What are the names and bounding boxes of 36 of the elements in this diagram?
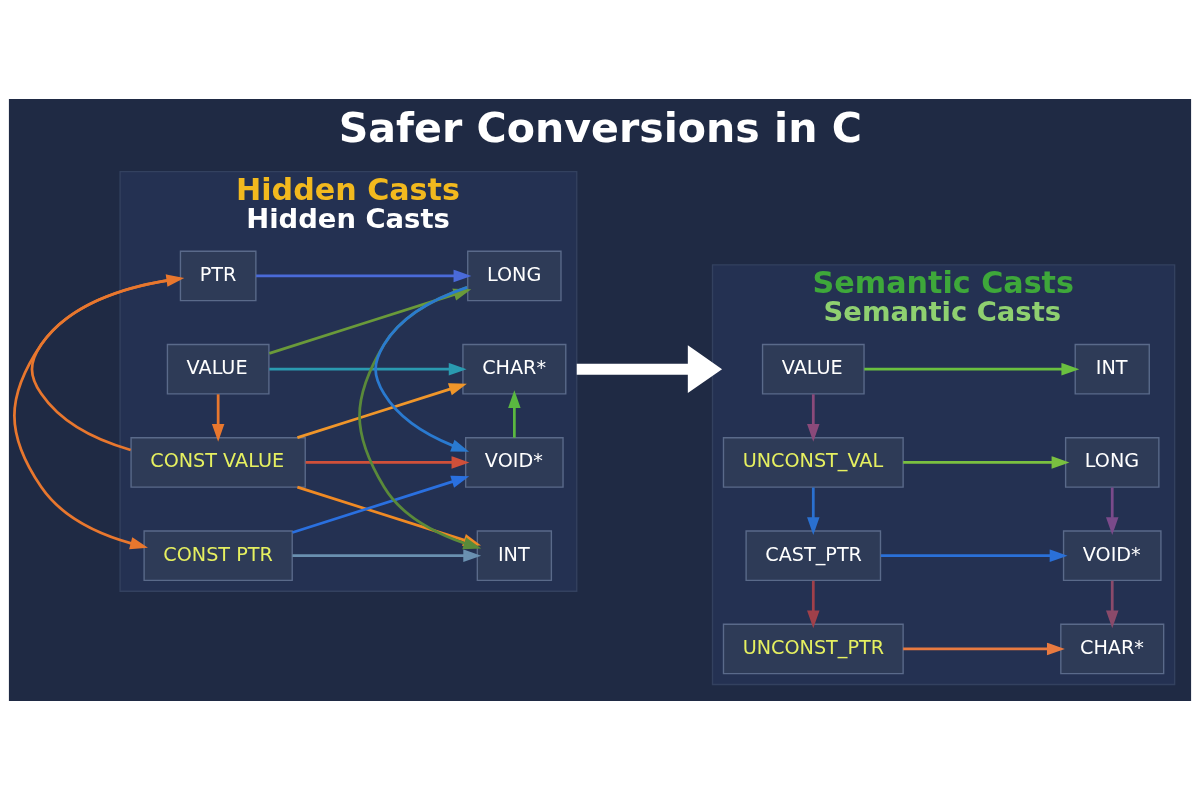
node-box: CONST PTR <box>143 530 293 581</box>
arrow <box>292 475 470 534</box>
arrow <box>508 390 521 438</box>
node-box: UNCONST_PTR <box>722 623 904 675</box>
arrow <box>576 345 723 394</box>
node-box: INT <box>1074 343 1150 395</box>
diagram-title: Safer Conversions in C <box>338 103 862 152</box>
arrow <box>305 456 470 469</box>
node-box: CHAR* <box>462 343 567 395</box>
node-box: PTR <box>179 250 257 302</box>
arrow <box>807 487 820 536</box>
node-box: UNCONST_VAL <box>722 437 904 488</box>
arrow <box>807 394 820 442</box>
node-box: VOID* <box>1062 530 1162 581</box>
arrow <box>903 456 1070 469</box>
node-box: LONG <box>467 250 562 302</box>
arrow <box>1106 580 1119 629</box>
arrow <box>211 394 225 442</box>
arrow <box>1106 487 1119 536</box>
node-box: INT <box>476 530 553 581</box>
arrow <box>864 362 1080 376</box>
arrow <box>297 383 467 439</box>
arrow <box>880 549 1068 562</box>
node-box: VALUE <box>761 343 865 395</box>
arrow <box>13 277 181 550</box>
node-box: CONST VALUE <box>130 437 306 488</box>
node-box: CAST_PTR <box>745 530 882 581</box>
arrow <box>269 362 467 376</box>
arrow <box>807 580 820 629</box>
node-box: VALUE <box>166 343 270 395</box>
arrow <box>292 549 482 562</box>
arrow <box>903 642 1065 656</box>
node-box: CHAR* <box>1060 623 1165 675</box>
node-box: VOID* <box>465 437 564 488</box>
node-box: LONG <box>1064 437 1160 488</box>
arrow <box>256 269 472 283</box>
